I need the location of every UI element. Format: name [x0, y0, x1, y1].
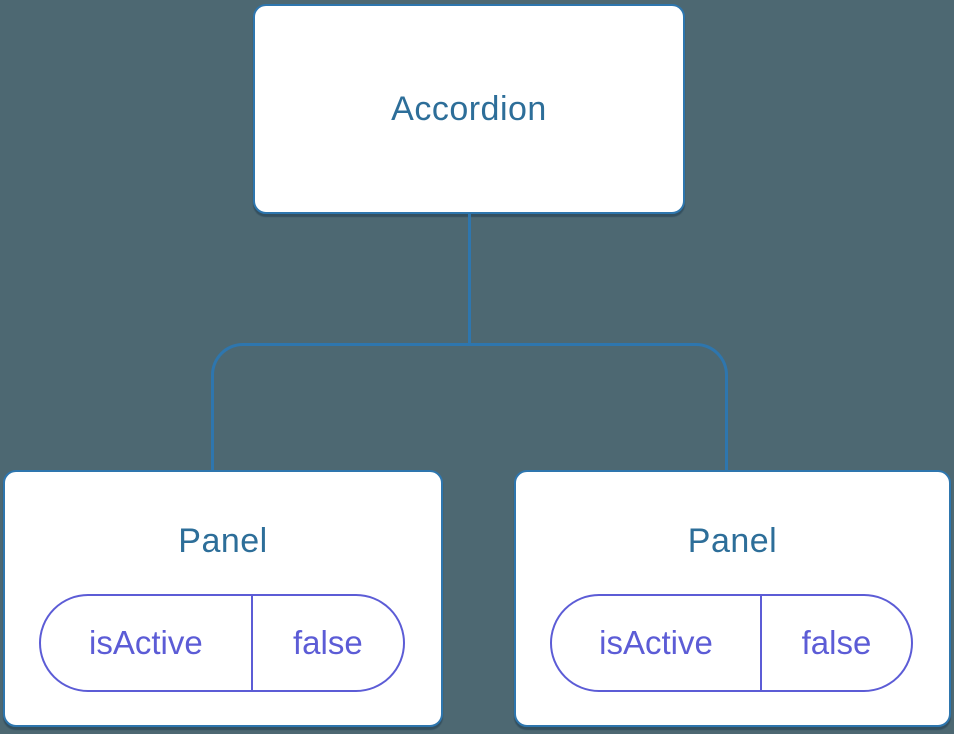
- state-value-right: false: [801, 624, 872, 661]
- node-accordion-label: Accordion: [391, 89, 547, 128]
- state-name-left: isActive: [41, 596, 253, 690]
- connector-bracket: [211, 343, 728, 472]
- state-pill-left: isActive false: [39, 594, 405, 692]
- node-panel-left: Panel isActive false: [3, 470, 443, 727]
- node-panel-right-label: Panel: [687, 522, 778, 560]
- state-name-right: isActive: [552, 596, 762, 690]
- node-panel-right: Panel isActive false: [514, 470, 951, 727]
- state-value-left: false: [293, 624, 363, 661]
- connector-stem: [468, 212, 471, 346]
- node-panel-left-label: Panel: [178, 522, 268, 560]
- node-accordion: Accordion: [253, 4, 685, 214]
- state-pill-right: isActive false: [550, 594, 913, 692]
